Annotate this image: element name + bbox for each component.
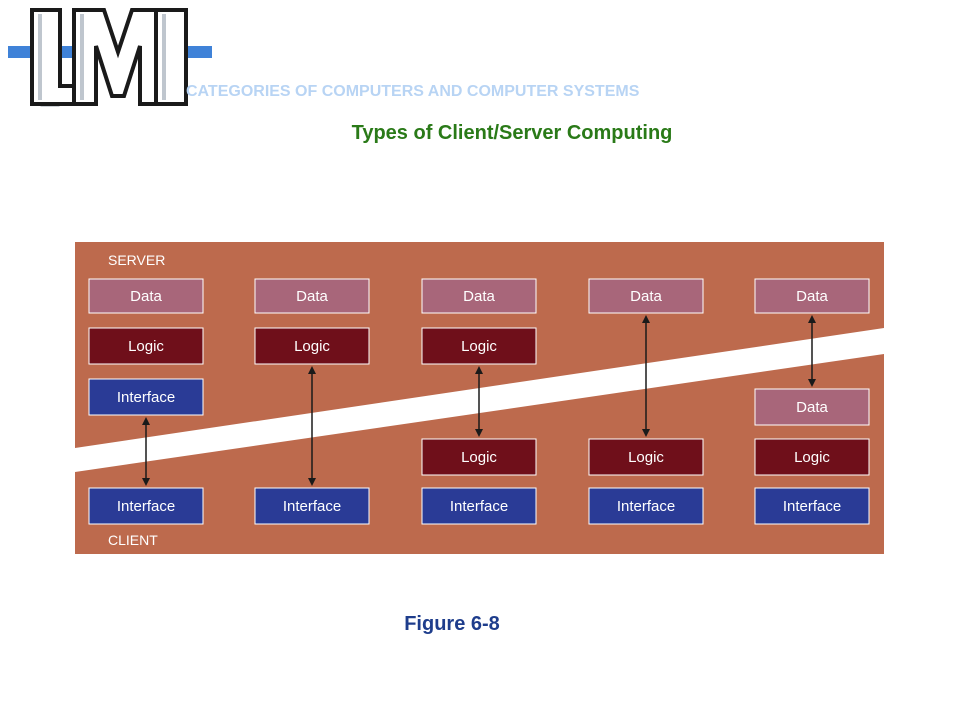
client-interface-box (588, 487, 704, 525)
column-3: Data Logic Logic Interface (421, 278, 537, 525)
column-4: Data Logic Interface (588, 278, 704, 525)
client-interface-label: Interface (117, 498, 175, 515)
client-logic-label: Logic (628, 449, 664, 466)
category-heading: CATEGORIES OF COMPUTERS AND COMPUTER SYS… (186, 83, 640, 100)
server-data-box (254, 278, 370, 314)
server-data-label: Data (463, 288, 495, 305)
server-logic-label: Logic (128, 338, 164, 355)
arrowhead-up (475, 366, 483, 374)
client-logic-label: Logic (794, 449, 830, 466)
arrowhead-up (308, 366, 316, 374)
arrowhead-down (642, 429, 650, 437)
client-data-box (754, 388, 870, 426)
client-logic-box (754, 438, 870, 476)
client-interface-box (254, 487, 370, 525)
client-logic-box (421, 438, 537, 476)
server-interface-label: Interface (117, 389, 175, 406)
arrowhead-up (642, 315, 650, 323)
server-data-label: Data (796, 288, 828, 305)
server-data-box (754, 278, 870, 314)
client-label: CLIENT (108, 532, 158, 548)
arrowhead-up (808, 315, 816, 323)
column-2: Data Logic Interface (254, 278, 370, 525)
server-data-box (421, 278, 537, 314)
server-data-label: Data (630, 288, 662, 305)
lmi-logo (8, 8, 212, 107)
server-logic-label: Logic (461, 338, 497, 355)
client-server-diagram: SERVER CLIENT Data Logic Interface Inter… (75, 242, 884, 554)
server-interface-box (88, 378, 204, 416)
arrowhead-down (142, 478, 150, 486)
client-interface-label: Interface (617, 498, 675, 515)
page-title: Types of Client/Server Computing (351, 122, 673, 144)
server-logic-box (421, 327, 537, 365)
server-data-label: Data (130, 288, 162, 305)
arrowhead-down (475, 429, 483, 437)
server-logic-box (254, 327, 370, 365)
client-interface-label: Interface (283, 498, 341, 515)
client-data-label: Data (796, 399, 828, 416)
client-interface-box (88, 487, 204, 525)
client-interface-label: Interface (783, 498, 841, 515)
server-logic-label: Logic (294, 338, 330, 355)
arrowhead-up (142, 417, 150, 425)
figure-caption: Figure 6-8 (404, 613, 500, 635)
client-logic-label: Logic (461, 449, 497, 466)
column-5: Data Data Logic Interface (754, 278, 870, 525)
arrowhead-down (308, 478, 316, 486)
client-interface-label: Interface (450, 498, 508, 515)
client-interface-box (421, 487, 537, 525)
arrowhead-down (808, 379, 816, 387)
client-logic-box (588, 438, 704, 476)
server-data-box (588, 278, 704, 314)
client-interface-box (754, 487, 870, 525)
server-label: SERVER (108, 252, 165, 268)
server-data-box (88, 278, 204, 314)
server-data-label: Data (296, 288, 328, 305)
column-1: Data Logic Interface Interface (88, 278, 204, 525)
server-logic-box (88, 327, 204, 365)
